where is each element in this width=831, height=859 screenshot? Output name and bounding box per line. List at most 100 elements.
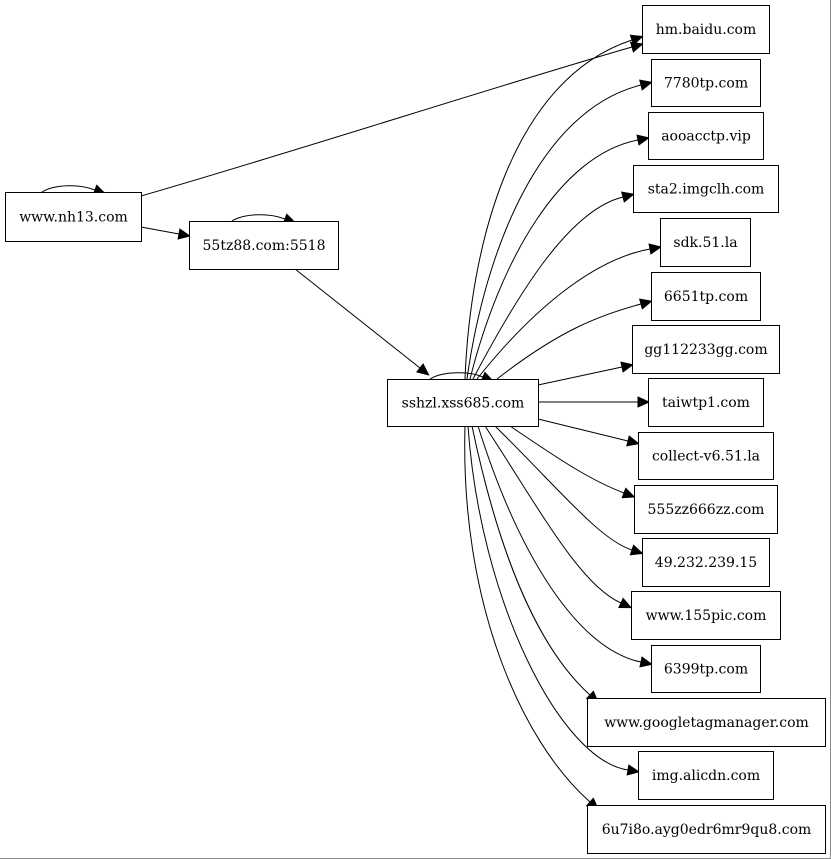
edge-sshzl-to-155pic (484, 425, 633, 609)
edge-sshzl-to-sdk51-arrowhead (648, 243, 662, 255)
node-nh13[interactable]: www.nh13.com (5, 192, 142, 242)
node-label: 555zz666zz.com (648, 502, 765, 518)
edge-nh13-to-baidu-line (140, 46, 633, 197)
edge-sshzl-to-baidu (464, 34, 644, 380)
edge-sshzl-to-collect (537, 418, 640, 447)
edge-sshzl-to-6399 (477, 425, 653, 668)
edge-sshzl-to-sdk51-line (476, 248, 651, 380)
node-box (633, 165, 779, 213)
node-aooacc[interactable]: aooacctp.vip (648, 112, 764, 160)
edge-sshzl-to-7780 (466, 79, 653, 380)
edge-sshzl-to-alicdn (467, 425, 641, 776)
node-baidu[interactable]: hm.baidu.com (642, 5, 770, 54)
edge-sshzl-to-ayg (464, 425, 600, 811)
edge-sshzl-to-gg112 (537, 361, 634, 386)
node-box (189, 221, 339, 270)
node-label: www.googletagmanager.com (604, 715, 809, 731)
node-sdk51[interactable]: sdk.51.la (660, 218, 751, 267)
node-sshzl[interactable]: sshzl.xss685.com (387, 379, 539, 427)
node-label: collect-v6.51.la (652, 449, 760, 465)
node-label: hm.baidu.com (656, 22, 757, 38)
edge-sshzl-to-ip49-arrowhead (629, 544, 644, 556)
edge-sshzl-to-555zz (509, 425, 636, 499)
edge-sshzl-to-6651-arrowhead (639, 298, 653, 310)
node-label: 49.232.239.15 (655, 555, 757, 571)
node-label: 6651tp.com (664, 289, 748, 305)
node-box (638, 751, 774, 800)
edge-sshzl-to-baidu-line (464, 39, 633, 380)
node-label: gg112233gg.com (644, 342, 767, 358)
node-sta2[interactable]: sta2.imgclh.com (633, 165, 779, 213)
node-label: img.alicdn.com (652, 768, 760, 784)
node-box (642, 538, 770, 587)
edge-tz88-to-sshzl-line (294, 268, 421, 369)
edge-nh13-to-tz88-arrowhead (177, 228, 192, 240)
edge-sshzl-to-555zz-arrowhead (621, 487, 636, 499)
node-555zz[interactable]: 555zz666zz.com (634, 485, 778, 534)
node-box (648, 378, 764, 427)
node-box (631, 591, 781, 640)
node-label: sta2.imgclh.com (648, 182, 765, 198)
node-ip49[interactable]: 49.232.239.15 (642, 538, 770, 587)
edge-sshzl-to-7780-arrowhead (639, 79, 653, 91)
edge-sshzl-to-gtm (471, 425, 600, 704)
node-ayg[interactable]: 6u7i8o.ayg0edr6mr9qu8.com (587, 805, 826, 854)
edge-sshzl-to-sdk51 (476, 243, 662, 380)
edge-sshzl-to-sta2 (472, 191, 635, 380)
node-6399[interactable]: 6399tp.com (651, 645, 761, 693)
edge-nh13-to-baidu (140, 41, 644, 197)
edge-sshzl-to-aooacc-line (469, 139, 639, 380)
edge-sshzl-to-6651 (496, 298, 653, 380)
node-label: taiwtp1.com (662, 395, 750, 411)
edge-sshzl-to-ayg-line (464, 425, 591, 803)
node-alicdn[interactable]: img.alicdn.com (638, 751, 774, 800)
node-box (651, 272, 761, 321)
edge-sshzl-to-6399-line (477, 425, 642, 663)
edge-tz88-to-sshzl-arrowhead (416, 363, 430, 376)
node-collect[interactable]: collect-v6.51.la (638, 432, 774, 480)
node-taiwtp[interactable]: taiwtp1.com (648, 378, 764, 427)
edge-sshzl-to-gg112-arrowhead (620, 361, 634, 373)
node-gtm[interactable]: www.googletagmanager.com (587, 698, 826, 747)
node-box (587, 805, 826, 854)
edge-sshzl-to-aooacc (469, 134, 650, 380)
edge-sshzl-to-ip49-line (494, 425, 633, 551)
edge-sshzl-to-alicdn-line (467, 425, 629, 771)
node-gg112[interactable]: gg112233gg.com (632, 325, 780, 374)
edge-sshzl-to-taiwtp-arrowhead (637, 396, 651, 408)
edge-nh13-to-tz88-line (140, 226, 180, 235)
node-tz88[interactable]: 55tz88.com:5518 (189, 221, 339, 270)
edge-sshzl-to-155pic-arrowhead (618, 597, 633, 609)
edge-sshzl-to-collect-line (537, 418, 629, 442)
node-box (651, 59, 761, 107)
edge-nh13-to-nh13-line (41, 185, 96, 193)
node-155pic[interactable]: www.155pic.com (631, 591, 781, 640)
edge-sshzl-to-6399-arrowhead (639, 656, 653, 668)
node-box (648, 112, 764, 160)
edge-sshzl-to-aooacc-arrowhead (636, 134, 650, 146)
node-box (387, 379, 539, 427)
node-7780[interactable]: 7780tp.com (651, 59, 761, 107)
node-label: sshzl.xss685.com (402, 396, 525, 412)
node-6651[interactable]: 6651tp.com (651, 272, 761, 321)
edge-tz88-to-sshzl (294, 268, 430, 376)
node-label: sdk.51.la (673, 235, 737, 251)
edge-sshzl-to-555zz-line (509, 425, 625, 494)
edge-nh13-to-baidu-arrowhead (629, 41, 644, 53)
node-label: 55tz88.com:5518 (203, 238, 326, 254)
edge-sshzl-to-gtm-line (471, 425, 591, 696)
edge-sshzl-to-ip49 (494, 425, 644, 556)
edge-sshzl-to-6651-line (496, 303, 642, 380)
node-box (651, 645, 761, 693)
edge-sshzl-to-collect-arrowhead (626, 435, 640, 447)
node-label: 6399tp.com (664, 662, 748, 678)
node-box (632, 325, 780, 374)
node-label: www.nh13.com (19, 210, 128, 226)
node-box (5, 192, 142, 242)
node-label: www.155pic.com (646, 608, 767, 624)
node-label: 6u7i8o.ayg0edr6mr9qu8.com (602, 822, 812, 838)
node-box (638, 432, 774, 480)
node-box (587, 698, 826, 747)
edge-sshzl-to-gg112-line (537, 366, 623, 386)
